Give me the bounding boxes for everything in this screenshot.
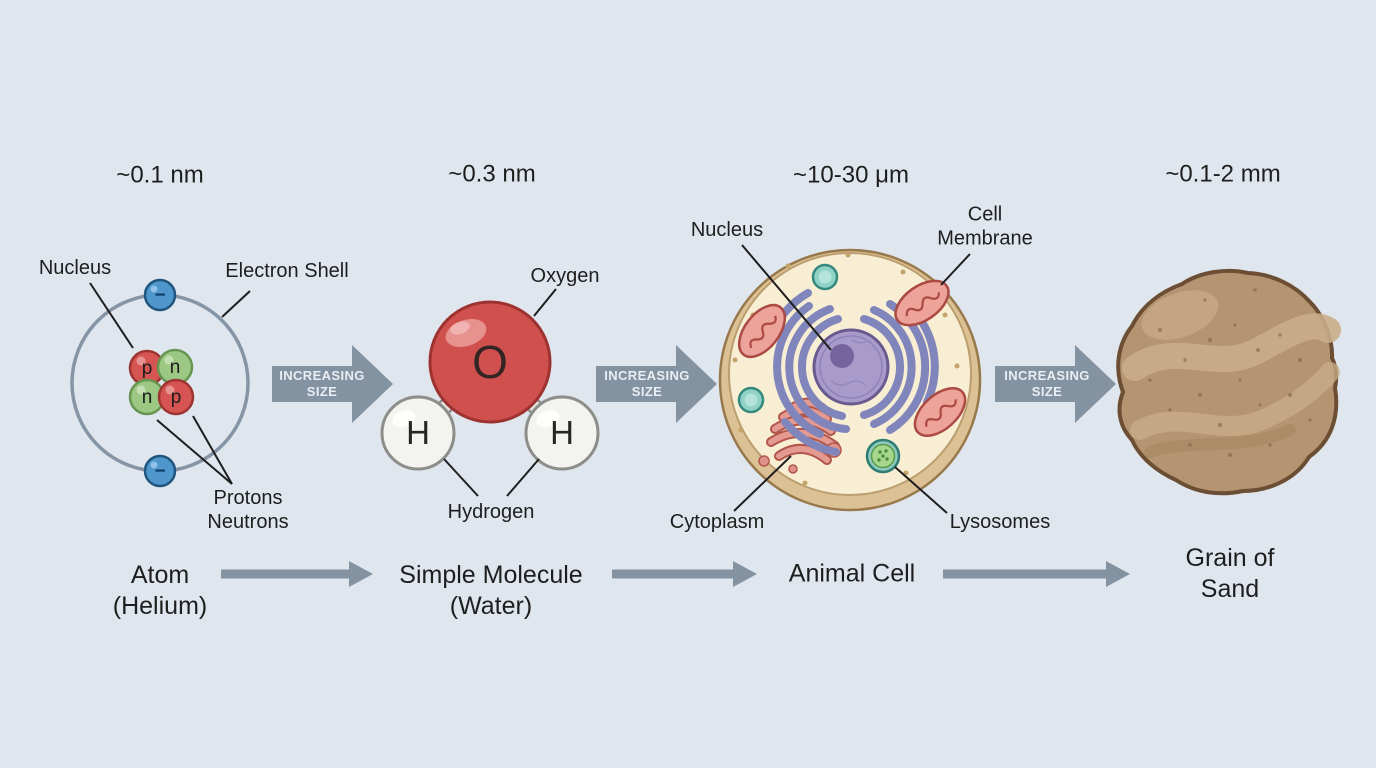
cell-nucleus-label: Nucleus	[690, 218, 764, 241]
hydrogen-pointer-line	[443, 458, 479, 497]
cytoplasm-label: Cytoplasm	[669, 510, 765, 533]
neutron-symbol: n	[170, 357, 181, 378]
protons-neutrons-pointer-line	[192, 415, 233, 485]
stage-name-sand: Grain of Sand	[1185, 544, 1275, 603]
size-label-molecule: ~0.3 nm	[448, 160, 536, 188]
stage-name-molecule: Simple Molecule (Water)	[399, 561, 583, 620]
electron-minus: −	[154, 461, 165, 482]
cytoplasm-pointer-line	[733, 455, 792, 512]
nucleolus	[830, 344, 854, 368]
oxygen-pointer-line	[533, 288, 557, 317]
atom-nucleus: p n n p	[128, 348, 195, 416]
atom-nucleus-label: Nucleus	[38, 256, 112, 279]
hydrogen-symbol: H	[406, 414, 430, 451]
proton-highlight	[136, 356, 146, 366]
stage-name-cell: Animal Cell	[788, 559, 916, 588]
size-label-atom: ~0.1 nm	[116, 161, 204, 189]
oxygen-atom: O	[428, 300, 552, 424]
sand-grain	[1116, 268, 1341, 496]
proton-highlight	[165, 385, 175, 395]
increasing-size-arrow-2	[596, 345, 717, 423]
neutrons-label: Neutrons	[207, 510, 289, 533]
cell-nucleus	[812, 328, 890, 406]
bottom-arrow-2	[612, 561, 757, 587]
hydrogen-pointer-line	[506, 458, 540, 497]
hydrogen-label: Hydrogen	[447, 500, 535, 523]
size-label-sand: ~0.1-2 mm	[1165, 160, 1281, 188]
bottom-arrow-1	[221, 561, 373, 587]
electron-shell-label: Electron Shell	[225, 259, 349, 282]
proton-symbol: p	[142, 358, 153, 379]
cell-nucleus-pointer-line	[741, 244, 832, 351]
increasing-size-arrow-3	[995, 345, 1116, 423]
cell-membrane-label: Cell Membrane	[937, 203, 1033, 250]
bottom-arrow-3	[943, 561, 1130, 587]
lysosomes-label: Lysosomes	[949, 510, 1051, 533]
atom-diagram: p n n p − −	[70, 278, 251, 488]
mitochondrion	[894, 279, 950, 327]
lysosomes-pointer-line	[894, 466, 948, 514]
electron-top: −	[143, 278, 177, 312]
sand-speckles	[1148, 288, 1312, 458]
protons-neutrons-pointer-line	[156, 419, 233, 485]
cell-membrane-pointer-line	[940, 253, 971, 286]
vesicle	[811, 263, 839, 291]
protons-label: Protons	[213, 486, 283, 509]
increasing-size-label: INCREASING SIZE	[604, 368, 690, 399]
increasing-size-label: INCREASING SIZE	[279, 368, 365, 399]
electron-shell-pointer-line	[221, 290, 251, 318]
nucleus-pointer-line	[89, 282, 134, 349]
hydrogen-symbol: H	[550, 414, 574, 451]
size-label-cell: ~10-30 μm	[793, 161, 909, 189]
oxygen-label: Oxygen	[530, 264, 600, 287]
hydrogen-atom-left: H	[380, 395, 456, 471]
sand-grain-body	[1116, 268, 1339, 496]
vesicle	[737, 386, 765, 414]
electron-bottom: −	[143, 454, 177, 488]
proton-symbol: p	[171, 387, 182, 408]
animal-cell-diagram	[718, 244, 982, 514]
stage-name-atom: Atom (Helium)	[112, 561, 208, 620]
neutron-symbol: n	[142, 387, 153, 408]
neutron-highlight	[136, 385, 146, 395]
oxygen-symbol: O	[472, 336, 508, 388]
water-molecule-diagram: H H O	[380, 288, 600, 497]
electron-minus: −	[154, 285, 165, 306]
lysosome	[865, 438, 901, 474]
hydrogen-atom-right: H	[524, 395, 600, 471]
increasing-size-label: INCREASING SIZE	[1004, 368, 1090, 399]
neutron-highlight	[164, 355, 174, 365]
mitochondrion	[913, 387, 967, 437]
mitochondrion	[737, 303, 787, 359]
increasing-size-arrow-1	[272, 345, 393, 423]
electron-shell-ring	[70, 293, 250, 473]
